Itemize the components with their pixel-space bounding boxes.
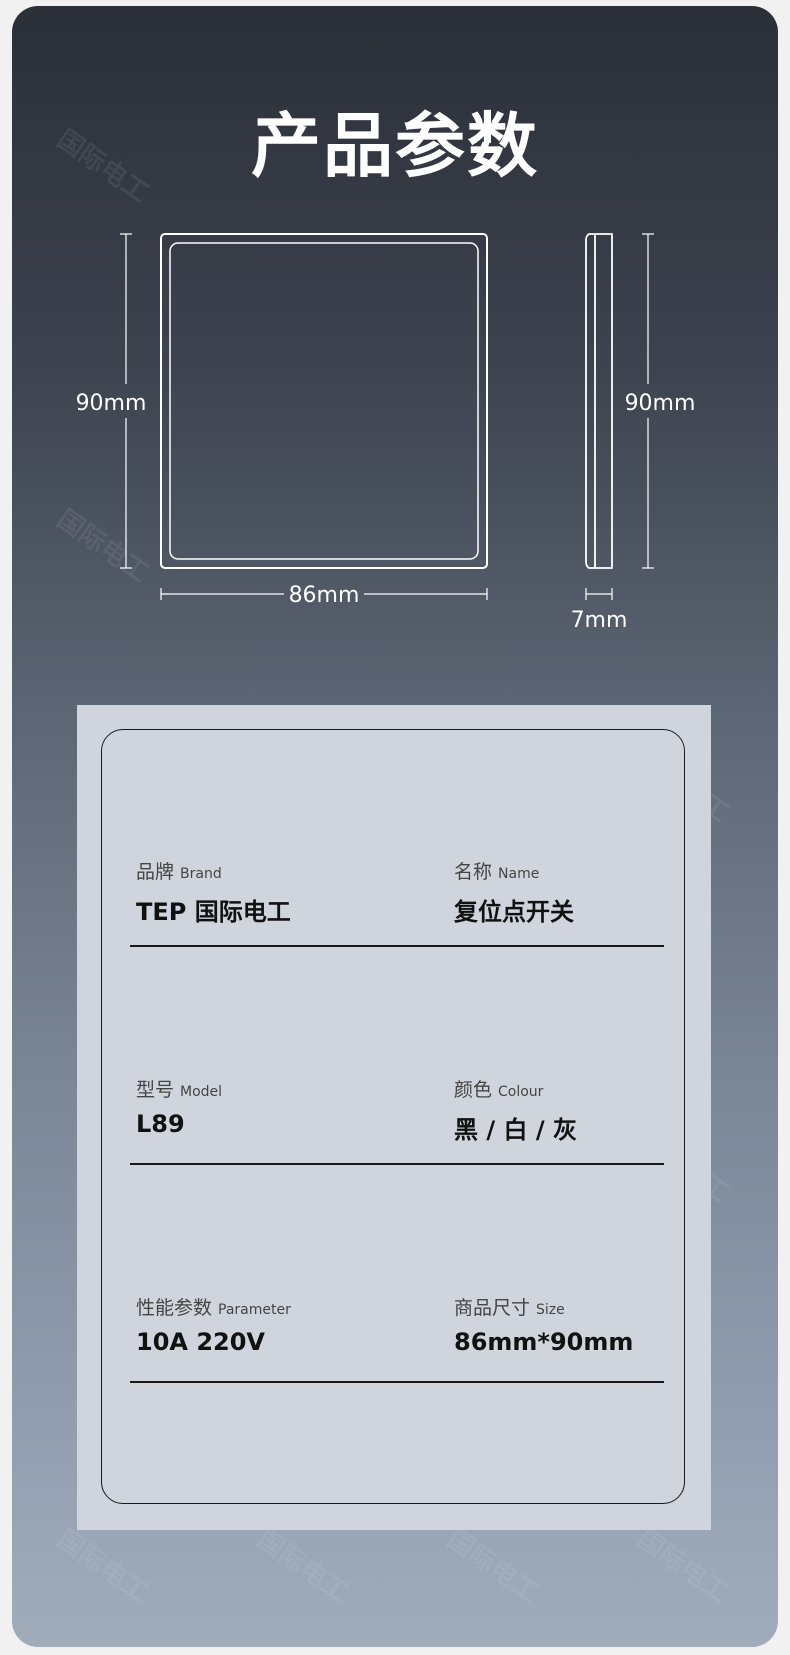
spec-label-en: Colour [498,1084,544,1100]
spec-model: 型号 Model L89 [136,1075,222,1138]
side-view-outline [585,233,613,569]
side-depth-label: 7mm [571,608,628,633]
page-title: 产品参数 [251,105,539,187]
front-width-dimension [160,588,488,600]
spec-label: 品牌 [136,861,175,883]
side-depth-dimension [585,588,613,600]
spec-label: 名称 [454,861,493,883]
spec-value: 黑 / 白 / 灰 [454,1116,577,1144]
spec-colour: 颜色 Colour 黑 / 白 / 灰 [454,1075,577,1145]
spec-label: 型号 [136,1079,175,1101]
spec-label-en: Size [536,1302,565,1318]
watermark: 国际电工 [441,1524,544,1609]
spec-value: 复位点开关 [454,898,574,926]
spec-label-en: Brand [180,866,222,882]
spec-value: TEP 国际电工 [136,898,291,926]
spec-label: 性能参数 [136,1297,213,1319]
spec-value: 10A 220V [136,1328,265,1356]
spec-row: 品牌 Brand TEP 国际电工 名称 Name 复位点开关 [130,857,664,947]
spec-label: 颜色 [454,1079,493,1101]
spec-brand: 品牌 Brand TEP 国际电工 [136,857,291,927]
front-view-outline [160,233,488,569]
dimension-diagram: 90mm 86mm 90mm 7mm [76,233,696,633]
spec-label: 商品尺寸 [454,1297,531,1319]
side-height-dimension [642,233,654,569]
spec-label-en: Parameter [218,1302,291,1318]
spec-card-frame: 品牌 Brand TEP 国际电工 名称 Name 复位点开关 型号 Model L8… [101,729,685,1504]
front-height-label: 90mm [76,391,147,416]
spec-name: 名称 Name 复位点开关 [454,857,574,927]
watermark: 国际电工 [51,1524,154,1609]
spec-label-en: Name [498,866,540,882]
spec-label-en: Model [180,1084,223,1100]
side-height-label: 90mm [625,391,696,416]
spec-size: 商品尺寸 Size 86mm*90mm [454,1293,633,1356]
front-height-dimension [120,233,132,569]
front-width-label: 86mm [289,583,360,608]
spec-value: 86mm*90mm [454,1328,634,1356]
spec-row: 性能参数 Parameter 10A 220V 商品尺寸 Size 86mm*90m… [130,1293,664,1383]
spec-parameter: 性能参数 Parameter 10A 220V [136,1293,291,1356]
spec-value: L89 [136,1110,185,1138]
watermark: 国际电工 [631,1524,734,1609]
watermark: 国际电工 [251,1524,354,1609]
spec-card: 品牌 Brand TEP 国际电工 名称 Name 复位点开关 型号 Model L8… [77,705,711,1530]
spec-row: 型号 Model L89 颜色 Colour 黑 / 白 / 灰 [130,1075,664,1165]
product-parameters-panel: 国际电工 国际电工 国际电工 国际电工 国际电工 国际电工 国际电工 国际电工 … [12,6,778,1647]
